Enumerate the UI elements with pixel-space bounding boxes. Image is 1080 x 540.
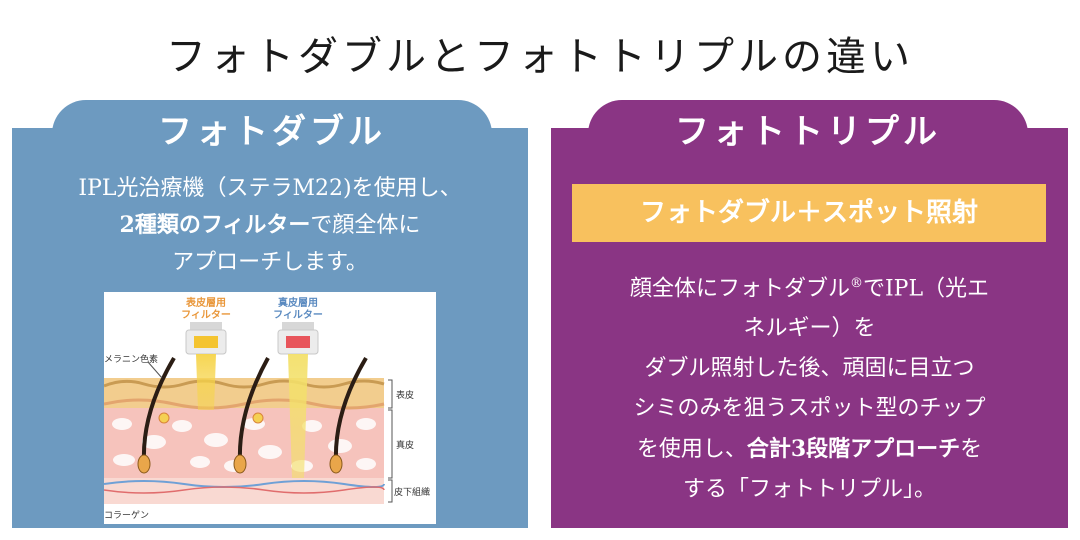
surface-filter-icon: [185, 322, 227, 355]
dermis-cells: [112, 418, 376, 472]
description-line: する「フォトトリプル」。: [682, 477, 936, 503]
layer-brackets: [388, 379, 393, 503]
photo-triple-description: 顔全体にフォトダブル®でIPL（光エ ネルギー）を ダブル照射した後、頑固に目立…: [551, 264, 1068, 510]
surface-light-beam: [196, 354, 216, 410]
description-text: でIPL（光エ: [862, 276, 990, 302]
melanin-label: メラニン色素: [104, 353, 158, 365]
subcutaneous-label: 皮下組織: [394, 486, 430, 498]
description-text: で顔全体に: [310, 213, 421, 238]
description-text: を: [960, 437, 983, 463]
description-text: を使用し、: [636, 437, 747, 463]
dermis-label: 真皮: [396, 439, 414, 451]
description-line: ネルギー）を: [743, 316, 876, 342]
description-line: 2種類のフィルターで顔全体に: [12, 207, 528, 244]
skin-diagram-svg: 表皮層用 フィルター 真皮層用 フィルター: [104, 296, 430, 521]
photo-double-description: IPL光治療機（ステラM22)を使用し、 2種類のフィルターで顔全体に アプロー…: [12, 170, 528, 281]
photo-triple-heading: フォトトリプル: [675, 112, 941, 152]
bold-phrase: 2種類のフィルター: [119, 212, 311, 238]
page-title: フォトダブルとフォトトリプルの違い: [166, 34, 914, 80]
photo-triple-highlight: フォトダブル＋スポット照射: [572, 184, 1046, 242]
description-line: シミのみを狙うスポット型のチップ: [633, 396, 986, 422]
description-line: IPL光治療機（ステラM22)を使用し、: [78, 176, 462, 201]
dermis-filter-label: 真皮層用: [278, 296, 318, 309]
skin-diagram: 表皮層用 フィルター 真皮層用 フィルター: [104, 292, 436, 524]
description-text: 顔全体にフォトダブル: [629, 276, 850, 302]
collagen-label: コラーゲン: [104, 509, 149, 521]
description-line: 顔全体にフォトダブル®でIPL（光エ: [551, 264, 1068, 309]
photo-double-heading: フォトダブル: [158, 112, 386, 152]
surface-filter-label: 表皮層用: [185, 296, 226, 309]
registered-mark: ®: [849, 276, 863, 291]
description-line: ダブル照射した後、頑固に目立つ: [644, 356, 975, 382]
hair-strands: [137, 356, 368, 474]
dermis-light-beam: [288, 354, 308, 478]
description-line: を使用し、合計3段階アプローチを: [551, 429, 1068, 470]
collagen-fiber: [104, 480, 385, 488]
surface-filter-label-2: フィルター: [181, 309, 231, 321]
description-line: アプローチします。: [172, 250, 368, 275]
dermis-filter-icon: [277, 322, 319, 355]
epidermis-label: 表皮: [396, 389, 414, 401]
bold-phrase: 合計3段階アプローチ: [746, 436, 961, 463]
dermis-filter-label-2: フィルター: [273, 309, 323, 321]
